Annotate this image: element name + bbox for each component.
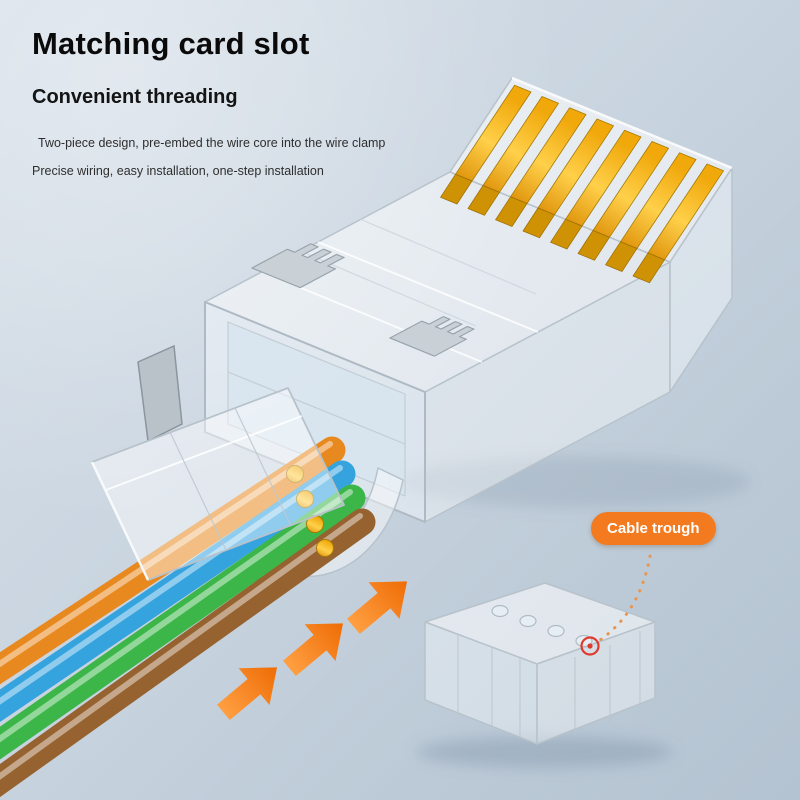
trough-shadow: [417, 736, 673, 768]
arrow-icon: [216, 667, 278, 721]
description-line-2: Precise wiring, easy installation, one-s…: [32, 163, 324, 178]
cable-green: [0, 484, 366, 760]
connector-shadow: [400, 456, 750, 508]
page-subtitle: Convenient threading: [32, 86, 238, 108]
cable-blue-highlight: [0, 465, 343, 705]
target-marker-icon: [580, 636, 600, 656]
cable-brown: [0, 508, 376, 798]
cable-orange: [0, 436, 346, 685]
description-line-1: Two-piece design, pre-embed the wire cor…: [38, 136, 386, 150]
callout-dotted-line: [598, 554, 652, 642]
wire-guide-block: [90, 387, 345, 581]
cable-trough-label: Cable trough: [591, 512, 716, 545]
metal-clip-right: [389, 316, 475, 357]
trough-holes: [491, 604, 593, 648]
gold-pins: [455, 84, 724, 261]
rj45-connector: [204, 76, 733, 578]
metal-clip-left: [251, 243, 345, 289]
cable-brown-highlight: [0, 513, 363, 780]
cable-blue: [0, 460, 356, 722]
cable-trough-block: [424, 582, 656, 745]
arrow-icon: [282, 623, 344, 677]
metal-shield-tab: [137, 344, 183, 443]
header-text-block: Matching card slot Convenient threading …: [32, 26, 462, 191]
cables: [0, 436, 376, 798]
opening-cavity: [227, 321, 406, 497]
direction-arrows: [216, 581, 408, 721]
cavity-shelf-line: [227, 371, 406, 445]
target-marker-dot: [587, 643, 593, 649]
pin-housing-rim: [511, 76, 733, 170]
cable-green-highlight: [0, 489, 353, 743]
page-title: Matching card slot: [32, 26, 310, 61]
gold-pin-tips: [440, 173, 665, 284]
arrow-icon: [346, 581, 408, 635]
